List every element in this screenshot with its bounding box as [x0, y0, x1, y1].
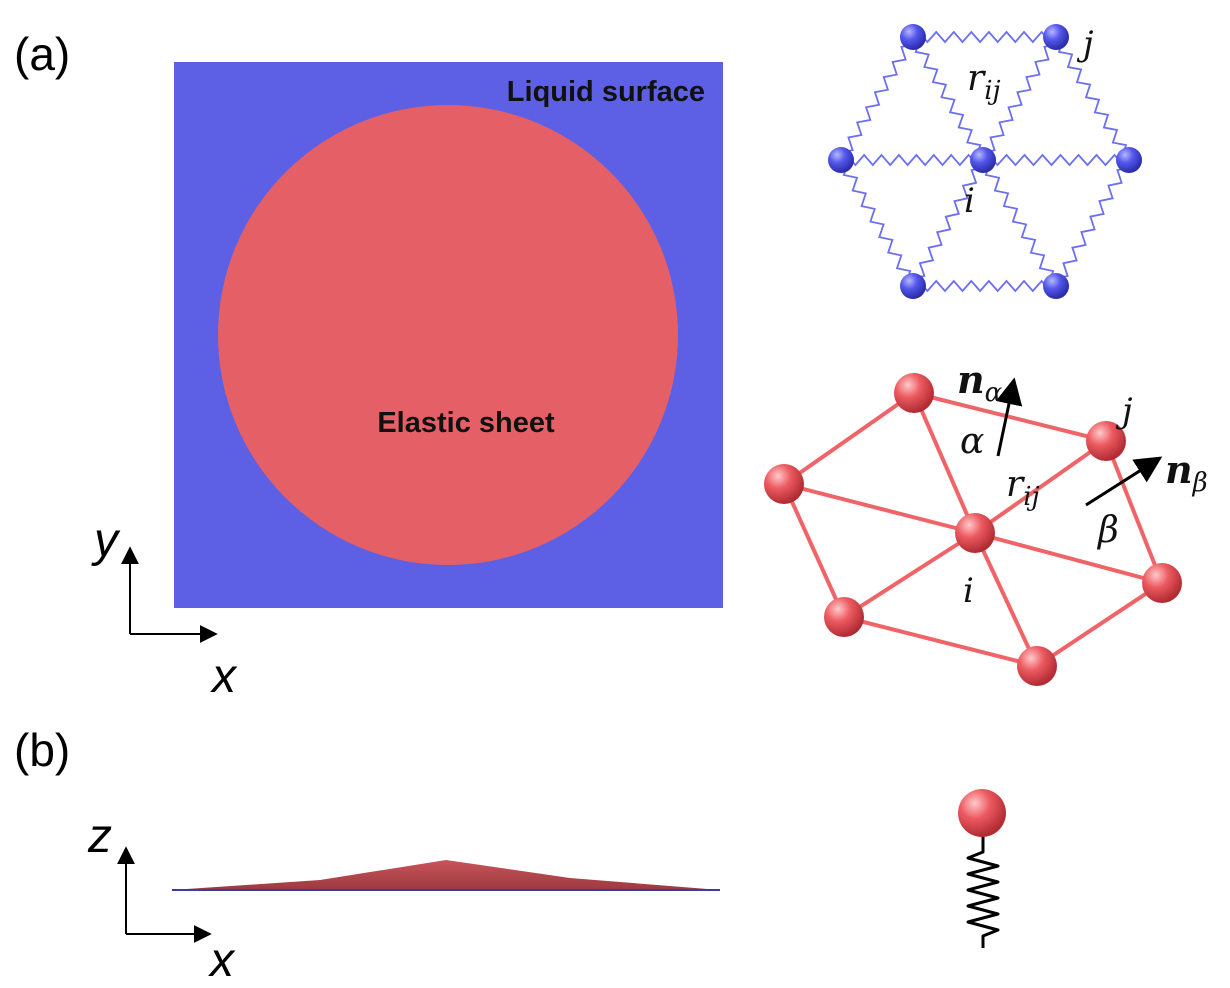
mesh-edge-j-right — [1104, 440, 1164, 584]
spring-top-left-mid-left — [840, 36, 914, 161]
x-axis-label: x — [210, 650, 238, 703]
spring-node-center — [970, 147, 996, 173]
mesh-bond-r: r — [1006, 464, 1025, 505]
mesh-edge-center-top — [912, 392, 977, 534]
x-axis-label-side: x — [208, 934, 236, 987]
normal-beta-arrow — [1085, 456, 1163, 507]
mesh-bond-subscript: ij — [1023, 482, 1039, 512]
spring-node-i-label: i — [964, 181, 975, 221]
spring-center-mid-left — [841, 153, 983, 167]
spring-center-mid-right — [983, 153, 1129, 167]
spring-top-right-mid-right — [1055, 36, 1130, 161]
mesh-node-i-label: i — [963, 571, 974, 611]
elastic-sheet-disc — [218, 105, 678, 565]
face-alpha-label: α — [960, 421, 984, 462]
xy-axes: y x — [91, 514, 238, 703]
spring-top-left-top-right — [913, 30, 1056, 44]
mesh-node-j — [1086, 421, 1126, 461]
mesh-node-left — [764, 464, 804, 504]
spring-mid-left-bottom-left — [840, 159, 914, 287]
spring-network — [828, 24, 1142, 299]
y-axis-label: y — [91, 514, 121, 567]
mesh-edge-left-bottom-left — [782, 483, 846, 618]
xz-axes: z x — [87, 810, 236, 987]
mesh-edge-center-left — [783, 482, 976, 535]
spring-bond-label: rij — [967, 58, 1001, 106]
spring-node-bottom-right — [1043, 273, 1069, 299]
spring-center-top-left — [912, 36, 984, 161]
mesh-edge-top-left — [782, 391, 916, 486]
vertical-spring — [958, 789, 1006, 948]
side-view — [172, 860, 720, 891]
mesh-node-bottom-left — [824, 597, 864, 637]
side-sheet-profile — [172, 860, 720, 890]
mesh-node-center — [955, 513, 995, 553]
vertical-spring-ball — [958, 789, 1006, 837]
spring-node-top-left — [900, 24, 926, 50]
triangle-mesh — [764, 373, 1182, 686]
spring-node-top-right — [1043, 24, 1069, 50]
mesh-node-bottom — [1017, 646, 1057, 686]
spring-node-mid-right — [1116, 147, 1142, 173]
normal-beta-n: n — [1165, 447, 1193, 492]
spring-node-bottom-left — [900, 273, 926, 299]
spring-center-bottom-left — [912, 159, 984, 287]
spring-bottom-left-bottom-right — [913, 279, 1056, 293]
spring-center-bottom-right — [982, 159, 1057, 287]
normal-beta-subscript: β — [1192, 468, 1208, 498]
mesh-edge-bottom-left-bottom — [843, 615, 1038, 668]
mesh-edge-center-right — [974, 531, 1163, 585]
spring-center-top-right — [982, 36, 1057, 161]
mesh-edge-center-j — [973, 439, 1108, 535]
liquid-surface-label: Liquid surface — [507, 76, 705, 108]
top-view: Liquid surface Elastic sheet — [174, 62, 723, 608]
normal-alpha-label: nα — [957, 357, 1003, 408]
mesh-node-right — [1142, 563, 1182, 603]
normal-alpha-n: n — [957, 357, 985, 402]
spring-node-j-label: j — [1076, 24, 1094, 64]
normal-beta-label: nβ — [1165, 447, 1208, 498]
mesh-edge-center-bottom — [973, 532, 1039, 667]
mesh-bond-label: rij — [1006, 464, 1040, 512]
panel-b-label: (b) — [14, 724, 70, 776]
panel-a-label: (a) — [14, 28, 70, 80]
spring-bond-r: r — [967, 58, 986, 99]
spring-bond-subscript: ij — [984, 76, 1000, 106]
normal-alpha-subscript: α — [985, 378, 1003, 408]
elastic-sheet-label: Elastic sheet — [377, 407, 555, 439]
spring-node-mid-left — [828, 147, 854, 173]
mesh-edge-right-bottom — [1035, 581, 1164, 668]
mesh-edge-center-bottom-left — [842, 531, 977, 619]
vertical-spring-coil — [966, 832, 1000, 948]
mesh-node-top — [894, 373, 934, 413]
mesh-edge-top-j — [913, 391, 1107, 443]
z-axis-label: z — [87, 810, 112, 863]
spring-mid-right-bottom-right — [1055, 159, 1130, 287]
normal-alpha-arrow — [995, 377, 1023, 457]
face-beta-label: β — [1096, 510, 1119, 551]
